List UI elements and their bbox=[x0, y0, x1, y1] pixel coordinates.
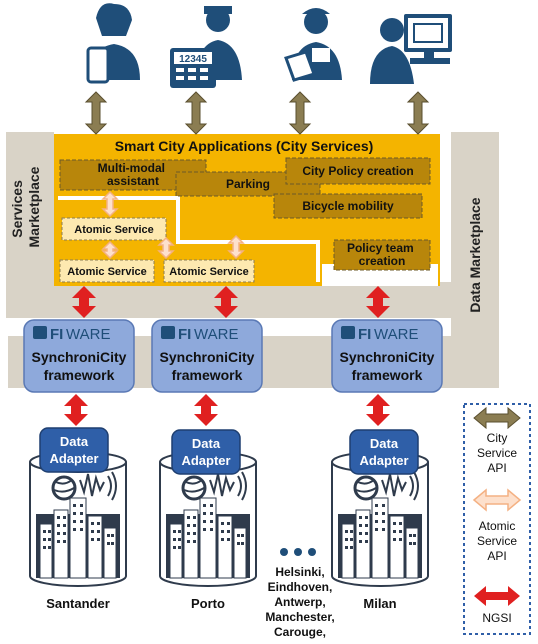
other-city-5: Carouge, bbox=[274, 625, 326, 639]
other-city-2: Eindhoven, bbox=[268, 580, 333, 594]
legend-atomic-api-arrow bbox=[472, 488, 522, 512]
data-adapter-porto: Data Adapter bbox=[171, 429, 241, 475]
framework-label-1: SynchroniCity bbox=[340, 349, 435, 365]
bicycle-mobility-box bbox=[273, 193, 423, 219]
person-computer-icon bbox=[370, 14, 452, 84]
atomic-service-top bbox=[61, 217, 167, 241]
fiware-logo-fi: FI bbox=[50, 326, 63, 343]
city-label-milan: Milan bbox=[363, 596, 396, 611]
atomic-arrow-1 bbox=[101, 190, 119, 218]
atomic-service-bottom-left bbox=[59, 259, 155, 283]
other-city-3: Antwerp, bbox=[274, 595, 325, 609]
ngsi-arrows-lower bbox=[64, 394, 390, 426]
atomic-arrow-2 bbox=[101, 240, 119, 260]
legend-city-api-label-3: API bbox=[487, 461, 506, 475]
bicycle-mobility-label: Bicycle mobility bbox=[302, 199, 394, 213]
more-cities-ellipsis bbox=[280, 548, 316, 556]
framework-porto: FI WARE SynchroniCity framework bbox=[151, 319, 263, 393]
city-api-arrow-3 bbox=[288, 91, 312, 135]
framework-milan: FI WARE SynchroniCity framework bbox=[331, 319, 443, 393]
city-api-arrow-2 bbox=[184, 91, 208, 135]
legend-atomic-api-label-1: Atomic bbox=[479, 519, 516, 533]
multimodal-assistant-label: Multi-modal assistant bbox=[98, 161, 169, 188]
atomic-service-bottom-right bbox=[163, 259, 255, 283]
atomic-arrow-3 bbox=[157, 236, 175, 260]
adapter-label-1: Data bbox=[60, 434, 89, 449]
legend-ngsi-label: NGSI bbox=[482, 611, 511, 625]
fiware-logo-ware: WARE bbox=[66, 326, 110, 343]
person-tablet-icon bbox=[284, 8, 342, 82]
adapter-label-2: Adapter bbox=[49, 451, 98, 466]
atomic-service-bottom-left-label: Atomic Service bbox=[67, 266, 146, 278]
atomic-arrow-4 bbox=[227, 234, 245, 260]
ngsi-arrow-milan-bottom bbox=[366, 394, 390, 426]
ngsi-arrow-santander-bottom bbox=[64, 394, 88, 426]
ngsi-arrow-porto-bottom bbox=[194, 394, 218, 426]
framework-label-2: framework bbox=[172, 367, 243, 383]
city-service-api-arrows bbox=[84, 91, 430, 135]
legend-ngsi-arrow bbox=[474, 586, 520, 606]
data-adapter-milan: Data Adapter bbox=[349, 429, 419, 475]
framework-label-1: SynchroniCity bbox=[160, 349, 255, 365]
city-policy-box bbox=[285, 157, 431, 185]
adapter-label-1: Data bbox=[370, 436, 399, 451]
data-marketplace-label: Data Marketplace bbox=[467, 197, 483, 312]
legend-atomic-api-label-3: API bbox=[487, 549, 506, 563]
policy-team-box bbox=[333, 239, 431, 271]
person-phone-icon bbox=[86, 3, 140, 84]
policy-team-label: Policy team creation bbox=[347, 241, 417, 268]
framework-label-1: SynchroniCity bbox=[32, 349, 127, 365]
ngsi-arrow-santander-top bbox=[72, 286, 96, 318]
ngsi-arrows-upper bbox=[72, 286, 390, 318]
adapter-label-2: Adapter bbox=[181, 453, 230, 468]
fiware-logo-fi: FI bbox=[178, 326, 191, 343]
ngsi-arrow-porto-top bbox=[214, 286, 238, 318]
fiware-logo-ware: WARE bbox=[194, 326, 238, 343]
atomic-api-arrows bbox=[101, 190, 245, 260]
adapter-label-2: Adapter bbox=[359, 453, 408, 468]
legend-atomic-api-label-2: Service bbox=[477, 534, 517, 548]
atomic-service-bottom-right-label: Atomic Service bbox=[169, 266, 248, 278]
legend-city-api-label-1: City bbox=[487, 431, 508, 445]
fiware-logo-fi: FI bbox=[358, 326, 371, 343]
data-adapter-santander: Data Adapter bbox=[39, 427, 109, 473]
legend-city-api-arrow bbox=[473, 406, 521, 430]
legend: City Service API Atomic Service API NGSI bbox=[463, 403, 531, 635]
adapter-label-1: Data bbox=[192, 436, 221, 451]
other-city-4: Manchester, bbox=[265, 610, 334, 624]
meter-display: 12345 bbox=[179, 54, 207, 65]
data-marketplace-band bbox=[451, 132, 499, 388]
other-city-1: Helsinki, bbox=[275, 565, 324, 579]
framework-label-2: framework bbox=[44, 367, 115, 383]
city-api-arrow-4 bbox=[406, 91, 430, 135]
city-label-porto: Porto bbox=[191, 596, 225, 611]
fiware-logo-ware: WARE bbox=[374, 326, 418, 343]
person-meter-icon: 12345 bbox=[170, 6, 242, 88]
city-policy-label: City Policy creation bbox=[302, 164, 413, 178]
services-marketplace-band bbox=[6, 132, 54, 282]
services-marketplace-label: Services Marketplace bbox=[9, 166, 42, 247]
framework-santander: FI WARE SynchroniCity framework bbox=[23, 319, 135, 393]
smart-city-apps-title: Smart City Applications (City Services) bbox=[115, 138, 374, 154]
other-cities-list: Helsinki, Eindhoven, Antwerp, Manchester… bbox=[265, 565, 334, 639]
area-separator bbox=[58, 196, 320, 282]
legend-city-api-label-2: Service bbox=[477, 446, 517, 460]
framework-label-2: framework bbox=[352, 367, 423, 383]
atomic-service-top-label: Atomic Service bbox=[74, 224, 153, 236]
city-api-arrow-1 bbox=[84, 91, 108, 135]
city-label-santander: Santander bbox=[46, 596, 110, 611]
ngsi-arrow-milan-top bbox=[366, 286, 390, 318]
parking-label: Parking bbox=[226, 177, 270, 191]
